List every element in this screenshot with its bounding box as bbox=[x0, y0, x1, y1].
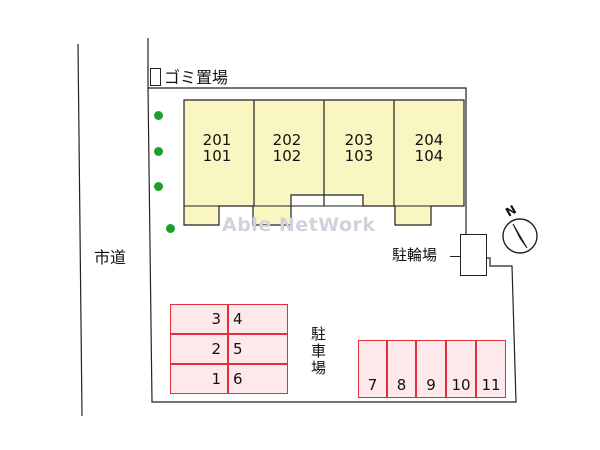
bicycle-parking-label: 駐輪場 bbox=[392, 246, 438, 264]
parking-space: 5 bbox=[228, 334, 288, 364]
parking-space: 10 bbox=[446, 340, 476, 398]
parking-space-number: 4 bbox=[233, 310, 243, 328]
apartment-building bbox=[183, 98, 465, 228]
parking-space-number: 7 bbox=[367, 376, 378, 394]
parking-lot-label: 駐車場 bbox=[309, 326, 327, 377]
parking-space-number: 5 bbox=[233, 340, 243, 358]
unit-upper-number: 202 bbox=[272, 131, 302, 149]
unit-lower-number: 101 bbox=[202, 147, 232, 165]
parking-space: 3 bbox=[170, 304, 228, 334]
watermark: Able NetWork bbox=[222, 214, 376, 236]
parking-space-number: 3 bbox=[211, 310, 221, 328]
parking-space: 4 bbox=[228, 304, 288, 334]
unit-203-103: 203 103 bbox=[326, 100, 392, 198]
tree-icon bbox=[154, 111, 163, 120]
parking-space-number: 10 bbox=[451, 376, 471, 394]
road-line bbox=[77, 43, 83, 417]
parking-space: 2 bbox=[170, 334, 228, 364]
unit-lower-number: 103 bbox=[344, 147, 374, 165]
bicycle-parking-area bbox=[460, 234, 487, 276]
parking-space: 1 bbox=[170, 364, 228, 394]
garbage-area-label: ゴミ置場 bbox=[164, 68, 229, 87]
unit-upper-number: 203 bbox=[344, 131, 374, 149]
unit-204-104: 204 104 bbox=[396, 100, 462, 198]
unit-202-102: 202 102 bbox=[254, 100, 320, 198]
city-road-label: 市道 bbox=[94, 248, 127, 267]
parking-space-number: 9 bbox=[426, 376, 436, 394]
unit-lower-number: 102 bbox=[272, 147, 302, 165]
tree-icon bbox=[154, 147, 163, 156]
unit-upper-number: 204 bbox=[414, 131, 444, 149]
parking-space-number: 6 bbox=[233, 370, 243, 388]
garbage-area-icon bbox=[150, 68, 161, 86]
tree-icon bbox=[166, 224, 175, 233]
compass-icon: N bbox=[500, 202, 540, 256]
parking-space-number: 8 bbox=[396, 376, 407, 394]
site-boundary bbox=[147, 38, 517, 403]
tree-icon bbox=[154, 182, 163, 191]
parking-space: 11 bbox=[476, 340, 506, 398]
parking-space: 8 bbox=[387, 340, 416, 398]
unit-201-101: 201 101 bbox=[184, 100, 250, 198]
parking-space-number: 1 bbox=[211, 370, 221, 388]
unit-lower-number: 104 bbox=[414, 147, 444, 165]
parking-space: 7 bbox=[358, 340, 387, 398]
parking-space: 9 bbox=[416, 340, 446, 398]
bicycle-parking-line bbox=[450, 256, 460, 257]
parking-space-number: 11 bbox=[481, 376, 501, 394]
parking-space: 6 bbox=[228, 364, 288, 394]
unit-upper-number: 201 bbox=[202, 131, 232, 149]
parking-space-number: 2 bbox=[211, 340, 221, 358]
